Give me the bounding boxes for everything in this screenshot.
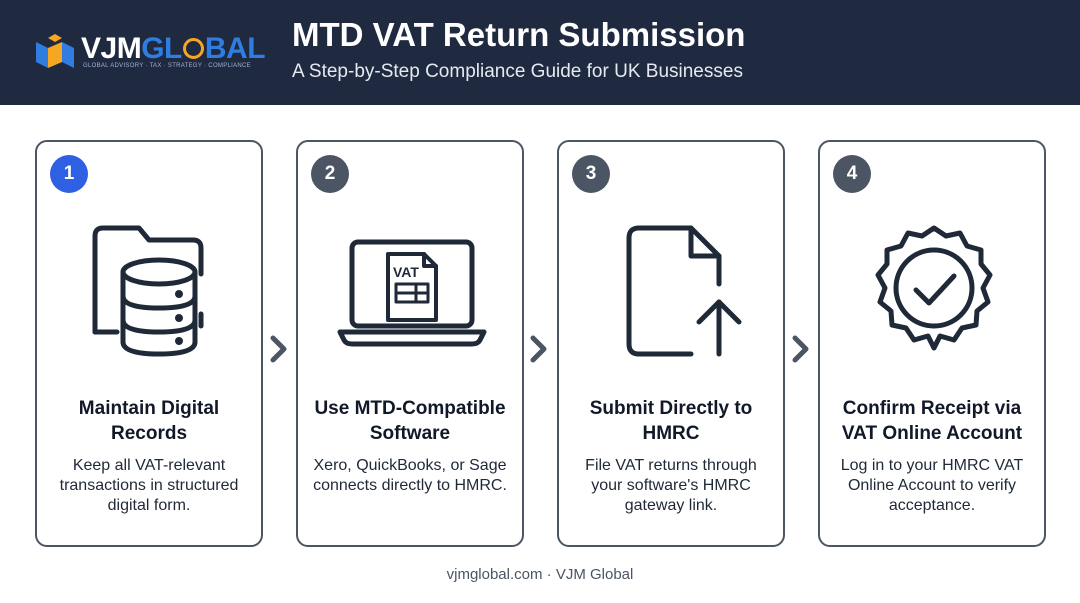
footer-text: vjmglobal.com · VJM Global xyxy=(446,566,634,583)
step-number-badge: 2 xyxy=(311,155,349,193)
verified-badge-icon xyxy=(875,225,993,351)
step-description: Keep all VAT-relevant transactions in st… xyxy=(59,457,239,514)
step-description: Log in to your HMRC VAT Online Account t… xyxy=(840,457,1024,514)
step-number-badge: 1 xyxy=(50,155,88,193)
chevron-right-icon xyxy=(270,335,287,363)
step-number-badge: 3 xyxy=(572,155,610,193)
step-number-badge: 4 xyxy=(833,155,871,193)
step-title: Maintain Digital Records xyxy=(78,398,220,444)
page-subtitle: A Step-by-Step Compliance Guide for UK B… xyxy=(292,61,743,82)
laptop-vat-label: VAT xyxy=(393,264,419,280)
chevron-right-icon xyxy=(530,335,547,363)
step-title: Confirm Receipt via VAT Online Account xyxy=(841,398,1023,444)
step-title: Submit Directly to HMRC xyxy=(589,398,753,444)
chevron-right-icon xyxy=(792,335,809,363)
step-card-2: 2 VAT Use MTD-Compatible Software Xero, … xyxy=(296,140,524,547)
logo-globe-icon xyxy=(182,38,204,59)
step-title: Use MTD-Compatible Software xyxy=(314,398,506,444)
page-title: MTD VAT Return Submission xyxy=(292,16,746,53)
step-card-1: 1 Maintain Digital Records Keep all VAT-… xyxy=(35,140,263,547)
logo-mark-icon xyxy=(36,34,74,68)
logo-tagline: GLOBAL ADVISORY · TAX · STRATEGY · COMPL… xyxy=(83,63,251,69)
step-card-3: 3 Submit Directly to HMRC File VAT retur… xyxy=(557,140,785,547)
step-description: Xero, QuickBooks, or Sage connects direc… xyxy=(313,457,507,494)
step-card-4: 4 Confirm Receipt via VAT Online Account… xyxy=(818,140,1046,547)
database-folder-icon xyxy=(92,225,204,357)
step-description: File VAT returns through your software's… xyxy=(585,457,757,514)
document-upload-icon xyxy=(626,225,742,357)
laptop-vat-icon: VAT xyxy=(337,239,487,347)
